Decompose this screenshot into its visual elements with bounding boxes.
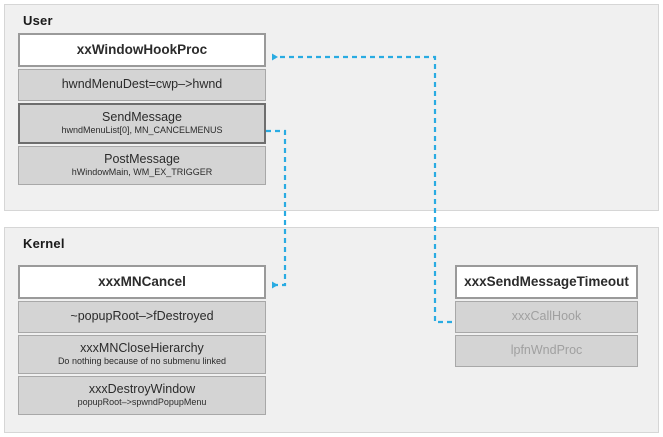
node-xxxsendmessagetimeout-title: xxxSendMessageTimeout [464,274,629,289]
node-hwndmenudest[interactable]: hwndMenuDest=cwp–>hwnd [18,69,266,101]
node-xxxmncancel-title: xxxMNCancel [98,274,186,289]
node-popuproot-fdestroyed[interactable]: ~popupRoot–>fDestroyed [18,301,266,333]
node-sendmessage[interactable]: SendMessage hwndMenuList[0], MN_CANCELME… [18,103,266,144]
stack-user-main: xxWindowHookProc hwndMenuDest=cwp–>hwnd … [18,33,266,185]
node-xxxcallhook[interactable]: xxxCallHook [455,301,638,333]
node-postmessage-subtitle: hWindowMain, WM_EX_TRIGGER [71,167,213,177]
node-xxxsendmessagetimeout[interactable]: xxxSendMessageTimeout [455,265,638,299]
panel-kernel-title: Kernel [23,236,65,251]
node-postmessage-title: PostMessage [104,152,180,166]
node-xxwindowhookproc-title: xxWindowHookProc [76,42,208,57]
stack-kernel-main: xxxMNCancel ~popupRoot–>fDestroyed xxxMN… [18,265,266,415]
stack-kernel-sendmessagetimeout: xxxSendMessageTimeout xxxCallHook lpfnWn… [455,265,638,367]
node-xxxdestroywindow[interactable]: xxxDestroyWindow popupRoot–>spwndPopupMe… [18,376,266,415]
node-xxxmncancel[interactable]: xxxMNCancel [18,265,266,299]
node-xxxmnclosehierarchy[interactable]: xxxMNCloseHierarchy Do nothing because o… [18,335,266,374]
node-xxxdestroywindow-title: xxxDestroyWindow [88,382,196,396]
panel-user-title: User [23,13,53,28]
node-popuproot-fdestroyed-title: ~popupRoot–>fDestroyed [70,309,214,323]
node-xxxdestroywindow-subtitle: popupRoot–>spwndPopupMenu [77,397,207,407]
node-xxwindowhookproc[interactable]: xxWindowHookProc [18,33,266,67]
node-hwndmenudest-title: hwndMenuDest=cwp–>hwnd [61,77,223,91]
node-postmessage[interactable]: PostMessage hWindowMain, WM_EX_TRIGGER [18,146,266,185]
node-lpfnwndproc-title: lpfnWndProc [510,343,583,357]
node-xxxmnclosehierarchy-title: xxxMNCloseHierarchy [80,341,204,355]
node-sendmessage-subtitle: hwndMenuList[0], MN_CANCELMENUS [61,125,223,135]
node-sendmessage-title: SendMessage [102,110,182,124]
node-xxxcallhook-title: xxxCallHook [511,309,582,323]
node-xxxmnclosehierarchy-subtitle: Do nothing because of no submenu linked [57,356,227,366]
node-lpfnwndproc[interactable]: lpfnWndProc [455,335,638,367]
